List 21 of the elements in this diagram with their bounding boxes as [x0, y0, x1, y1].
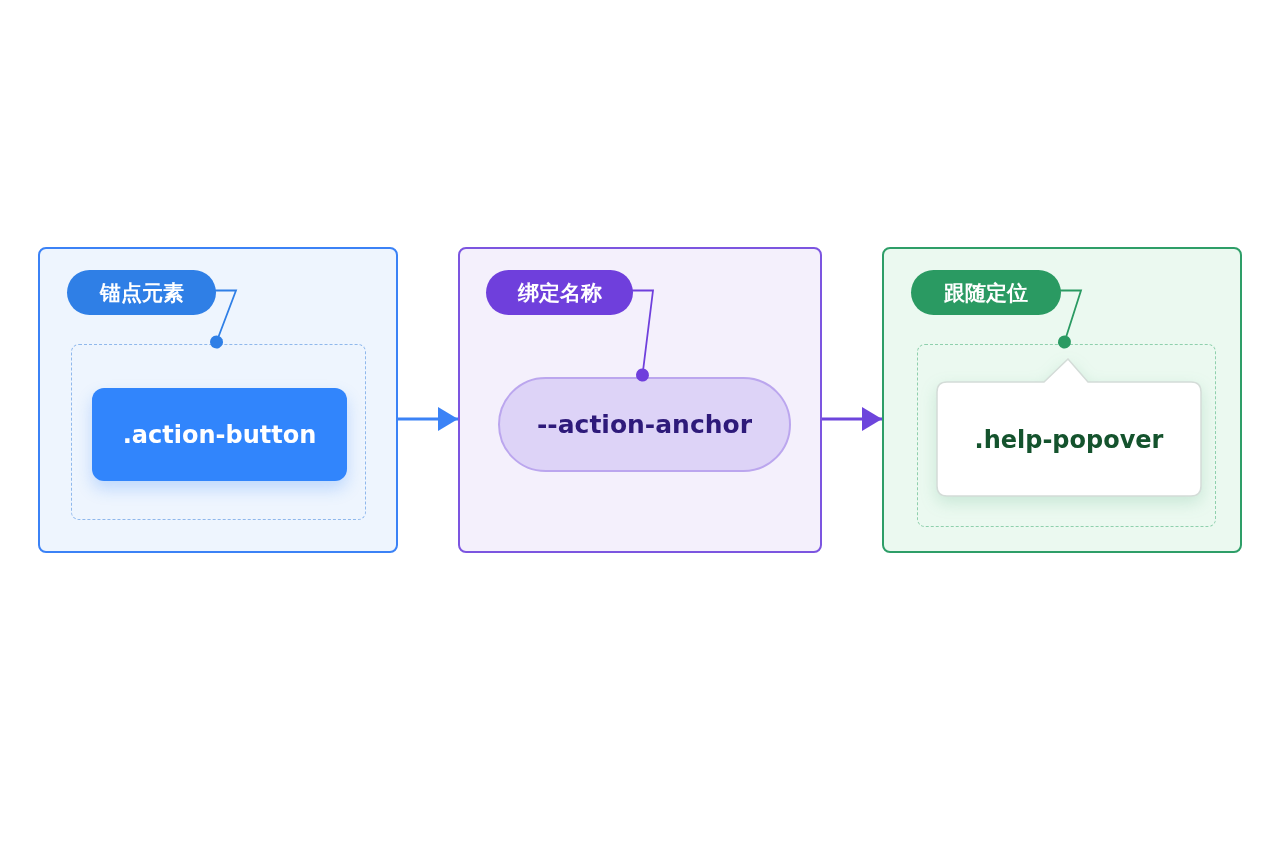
leader-line [1058, 289, 1083, 349]
arrow [398, 407, 458, 431]
heading-text: 锚点元素 [99, 279, 184, 307]
label-text: .action-button [122, 420, 317, 449]
label-text: .help-popover [974, 425, 1164, 454]
label-text: --action-anchor [536, 410, 753, 439]
heading-text: 绑定名称 [517, 279, 602, 307]
leader-line [630, 289, 654, 382]
heading-pill [486, 270, 633, 315]
popover-box [936, 358, 1202, 497]
heading-pill [67, 270, 216, 315]
panel-box [38, 247, 398, 553]
heading-text: 跟随定位 [944, 279, 1028, 307]
dashed-frame [71, 344, 366, 520]
panel-box [882, 247, 1242, 553]
action-button [92, 388, 347, 481]
heading-pill [911, 270, 1061, 315]
dashed-frame [917, 344, 1216, 527]
arrow [822, 407, 882, 431]
leader-line [210, 289, 238, 349]
panel-box [458, 247, 822, 553]
